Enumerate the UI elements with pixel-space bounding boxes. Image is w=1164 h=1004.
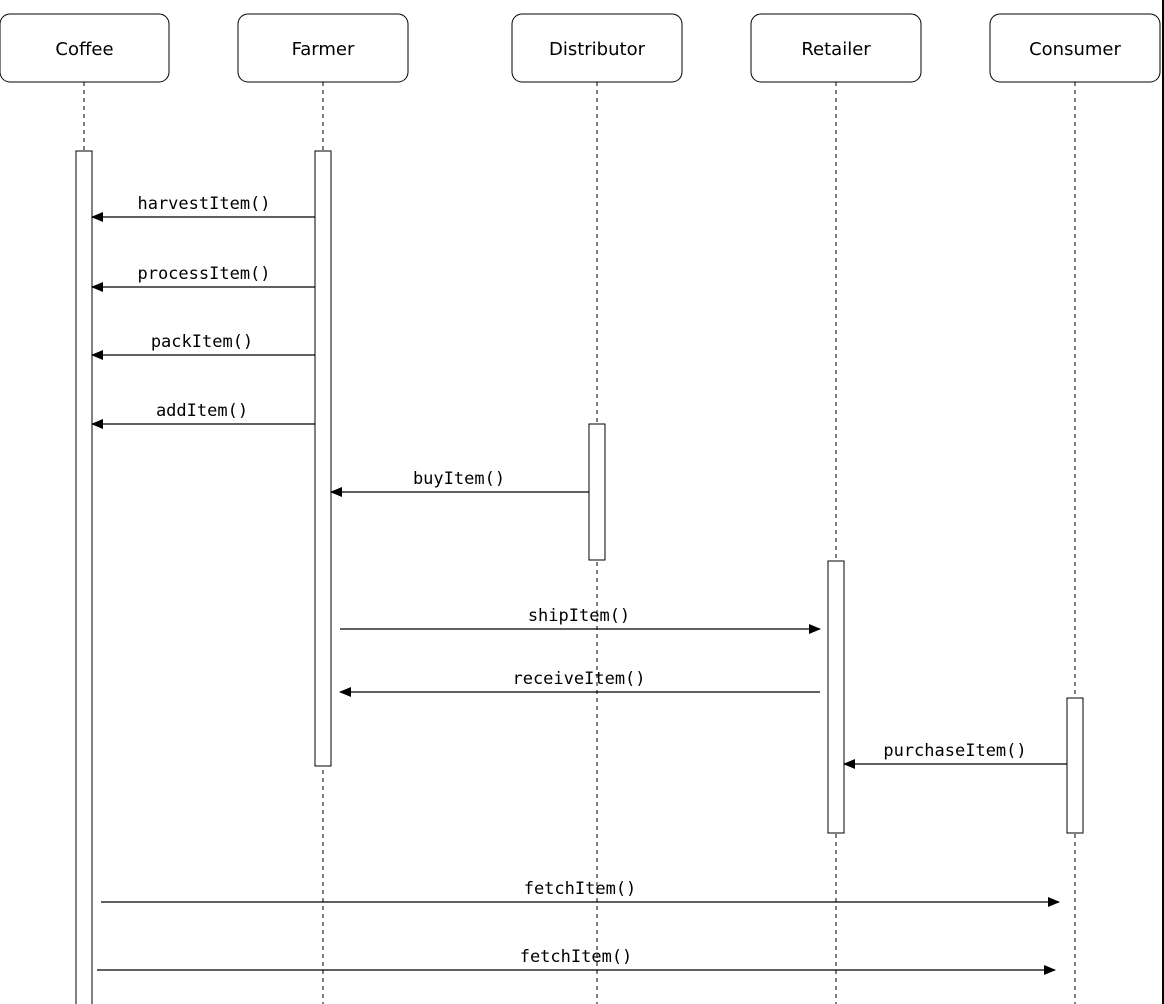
message-harvest-item[interactable]: harvestItem() xyxy=(91,194,315,222)
message-add-item[interactable]: addItem() xyxy=(91,401,315,429)
message-label: purchaseItem() xyxy=(883,741,1026,761)
participant-label: Consumer xyxy=(1029,39,1121,60)
lifelines xyxy=(83,82,1076,1004)
participant-label: Farmer xyxy=(292,39,355,60)
activation-consumer xyxy=(1066,697,1084,834)
message-label: fetchItem() xyxy=(520,947,633,967)
message-label: addItem() xyxy=(156,401,248,421)
message-label: processItem() xyxy=(137,264,270,284)
participant-headers: Coffee Farmer Distributor Retailer Consu… xyxy=(0,13,1161,83)
message-fetch-item-1[interactable]: fetchItem() xyxy=(101,879,1060,907)
participant-box xyxy=(511,13,683,83)
message-label: packItem() xyxy=(151,332,253,352)
message-label: receiveItem() xyxy=(512,669,645,689)
activation-coffee xyxy=(75,150,93,1004)
message-label: fetchItem() xyxy=(524,879,637,899)
participant-box xyxy=(750,13,922,83)
message-ship-item[interactable]: shipItem() xyxy=(340,606,821,634)
participant-distributor[interactable]: Distributor xyxy=(511,13,683,83)
message-buy-item[interactable]: buyItem() xyxy=(330,469,589,497)
participant-farmer[interactable]: Farmer xyxy=(237,13,409,83)
participant-label: Distributor xyxy=(549,39,646,60)
activation-bars xyxy=(75,150,1084,1004)
message-purchase-item[interactable]: purchaseItem() xyxy=(843,741,1067,769)
participant-box xyxy=(989,13,1161,83)
participant-label: Retailer xyxy=(801,39,871,60)
message-label: buyItem() xyxy=(413,469,505,489)
activation-farmer xyxy=(314,150,332,767)
message-process-item[interactable]: processItem() xyxy=(91,264,315,292)
message-fetch-item-2[interactable]: fetchItem() xyxy=(97,947,1056,975)
participant-box xyxy=(237,13,409,83)
activation-retailer xyxy=(827,560,845,834)
participant-retailer[interactable]: Retailer xyxy=(750,13,922,83)
activation-distributor xyxy=(588,423,606,561)
message-label: shipItem() xyxy=(528,606,630,626)
message-label: harvestItem() xyxy=(137,194,270,214)
participant-box xyxy=(0,13,170,83)
messages: harvestItem() processItem() packItem() a… xyxy=(91,194,1067,975)
participant-consumer[interactable]: Consumer xyxy=(989,13,1161,83)
message-receive-item[interactable]: receiveItem() xyxy=(339,669,820,697)
participant-coffee[interactable]: Coffee xyxy=(0,13,170,83)
participant-label: Coffee xyxy=(55,39,113,60)
message-pack-item[interactable]: packItem() xyxy=(91,332,315,360)
